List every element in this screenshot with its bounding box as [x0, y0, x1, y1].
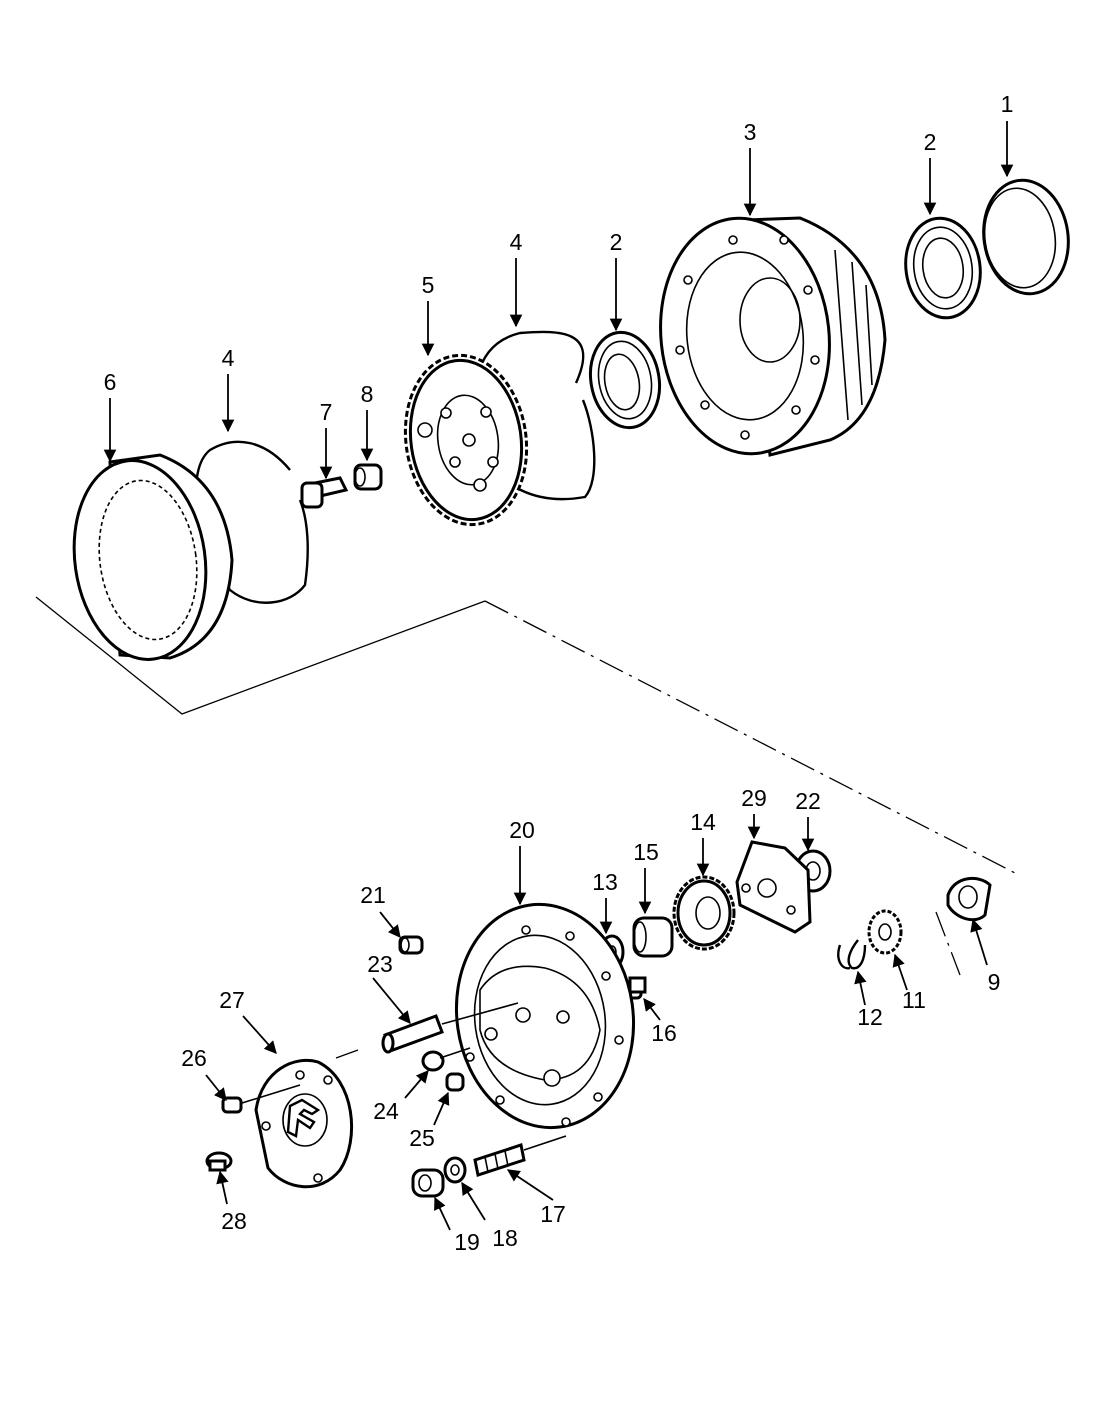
callout-18: 18	[492, 1225, 518, 1251]
part-19-nut	[411, 1168, 445, 1198]
callout-29: 29	[741, 785, 767, 811]
part-6-ring-gear	[72, 453, 234, 661]
callout-16: 16	[651, 1020, 677, 1046]
callout-17: 17	[540, 1201, 566, 1227]
callout-7: 7	[320, 399, 333, 425]
callout-24: 24	[373, 1098, 399, 1124]
callout-19: 19	[454, 1229, 480, 1255]
part-5-carrier-gear	[403, 353, 529, 527]
part-20-cover	[454, 902, 636, 1130]
part-28-rivet	[205, 1151, 233, 1172]
callout-11: 11	[902, 987, 926, 1013]
part-15-needle-bearing	[632, 916, 674, 958]
callout-3: 3	[744, 119, 757, 145]
callout-labels: 1 2 3 4 2 5 4 6 7 8 20 21 13 15 14 29 22…	[104, 91, 1014, 1255]
part-29-plate	[735, 840, 812, 934]
part-18-washer	[443, 1156, 467, 1184]
callout-28: 28	[221, 1208, 247, 1234]
callout-2-upper: 2	[924, 129, 937, 155]
part-11-sun-gear	[867, 909, 903, 955]
callout-6: 6	[104, 369, 117, 395]
callout-23: 23	[367, 951, 393, 977]
callout-4-left: 4	[222, 345, 235, 371]
part-25-plug	[445, 1072, 465, 1092]
callout-15: 15	[633, 839, 659, 865]
callout-22: 22	[795, 788, 821, 814]
part-2-bearing-cone-lower	[588, 330, 662, 430]
callout-21: 21	[360, 882, 386, 908]
part-12-snap-ring	[837, 939, 867, 970]
callout-13: 13	[592, 869, 618, 895]
subassembly-outline	[35, 596, 1016, 976]
callout-9: 9	[988, 969, 1001, 995]
callout-8: 8	[361, 381, 374, 407]
part-3-hub-housing	[659, 216, 887, 457]
callout-27: 27	[219, 987, 245, 1013]
part-26-screw	[221, 1096, 243, 1114]
part-21-dowel	[398, 935, 424, 955]
part-24-screw	[421, 1047, 471, 1072]
leader-lines	[103, 121, 1014, 1231]
callout-4-right: 4	[510, 229, 523, 255]
part-14-gear	[672, 875, 736, 951]
part-9-thrust-washer	[946, 876, 992, 922]
part-7-pin	[300, 476, 349, 509]
part-1-bearing-cup	[982, 178, 1070, 296]
part-2-bearing-cone-upper	[904, 216, 982, 320]
callout-2-lower: 2	[610, 229, 623, 255]
callout-26: 26	[181, 1045, 207, 1071]
callout-12: 12	[857, 1004, 883, 1030]
part-17-stud	[473, 1135, 567, 1177]
callout-5: 5	[422, 272, 435, 298]
callout-20: 20	[509, 817, 535, 843]
part-23-shaft	[381, 1002, 519, 1054]
part-8-spacer	[353, 463, 383, 491]
part-27-cover-plate	[241, 1049, 359, 1189]
callout-1: 1	[1001, 91, 1014, 117]
callout-14: 14	[690, 809, 716, 835]
callout-25: 25	[409, 1125, 435, 1151]
